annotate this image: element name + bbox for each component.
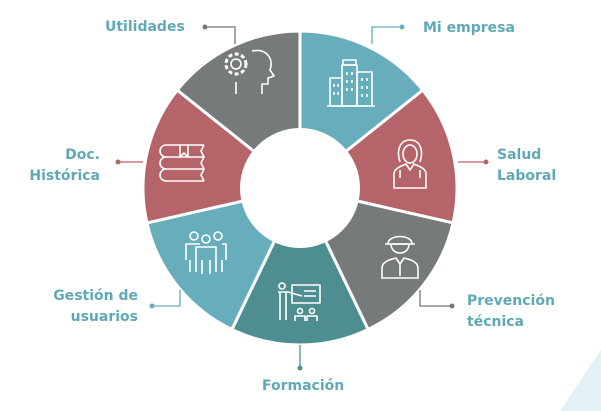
users-group-icon <box>185 231 227 274</box>
corner-decoration <box>560 350 601 411</box>
books-icon <box>159 144 205 182</box>
label-mi-empresa[interactable]: Mi empresa <box>423 20 515 36</box>
doctor-icon <box>393 139 427 189</box>
label-line: Laboral <box>497 168 557 184</box>
label-line: Histórica <box>29 168 100 184</box>
center-hole <box>240 128 360 248</box>
connectors <box>118 26 486 368</box>
label-salud-laboral[interactable]: Salud Laboral <box>497 145 556 187</box>
teacher-board-icon <box>278 282 321 321</box>
gear-head-icon <box>224 49 275 94</box>
label-line: Prevención <box>467 293 555 309</box>
label-line: Salud <box>497 147 542 163</box>
label-formacion[interactable]: Formación <box>262 378 345 394</box>
label-gestion-usuarios[interactable]: Gestión de usuarios <box>53 286 138 328</box>
label-line: técnica <box>467 314 524 330</box>
label-utilidades[interactable]: Utilidades <box>105 19 185 35</box>
label-line: usuarios <box>70 309 138 325</box>
label-doc-historica[interactable]: Doc. Histórica <box>29 145 100 187</box>
label-prevencion-tecnica[interactable]: Prevención técnica <box>467 291 555 333</box>
connector-dots <box>115 24 489 371</box>
label-line: Gestión de <box>53 288 138 304</box>
buildings-icon <box>327 59 375 107</box>
label-line: Doc. <box>65 147 100 163</box>
worker-hardhat-icon <box>381 235 419 279</box>
